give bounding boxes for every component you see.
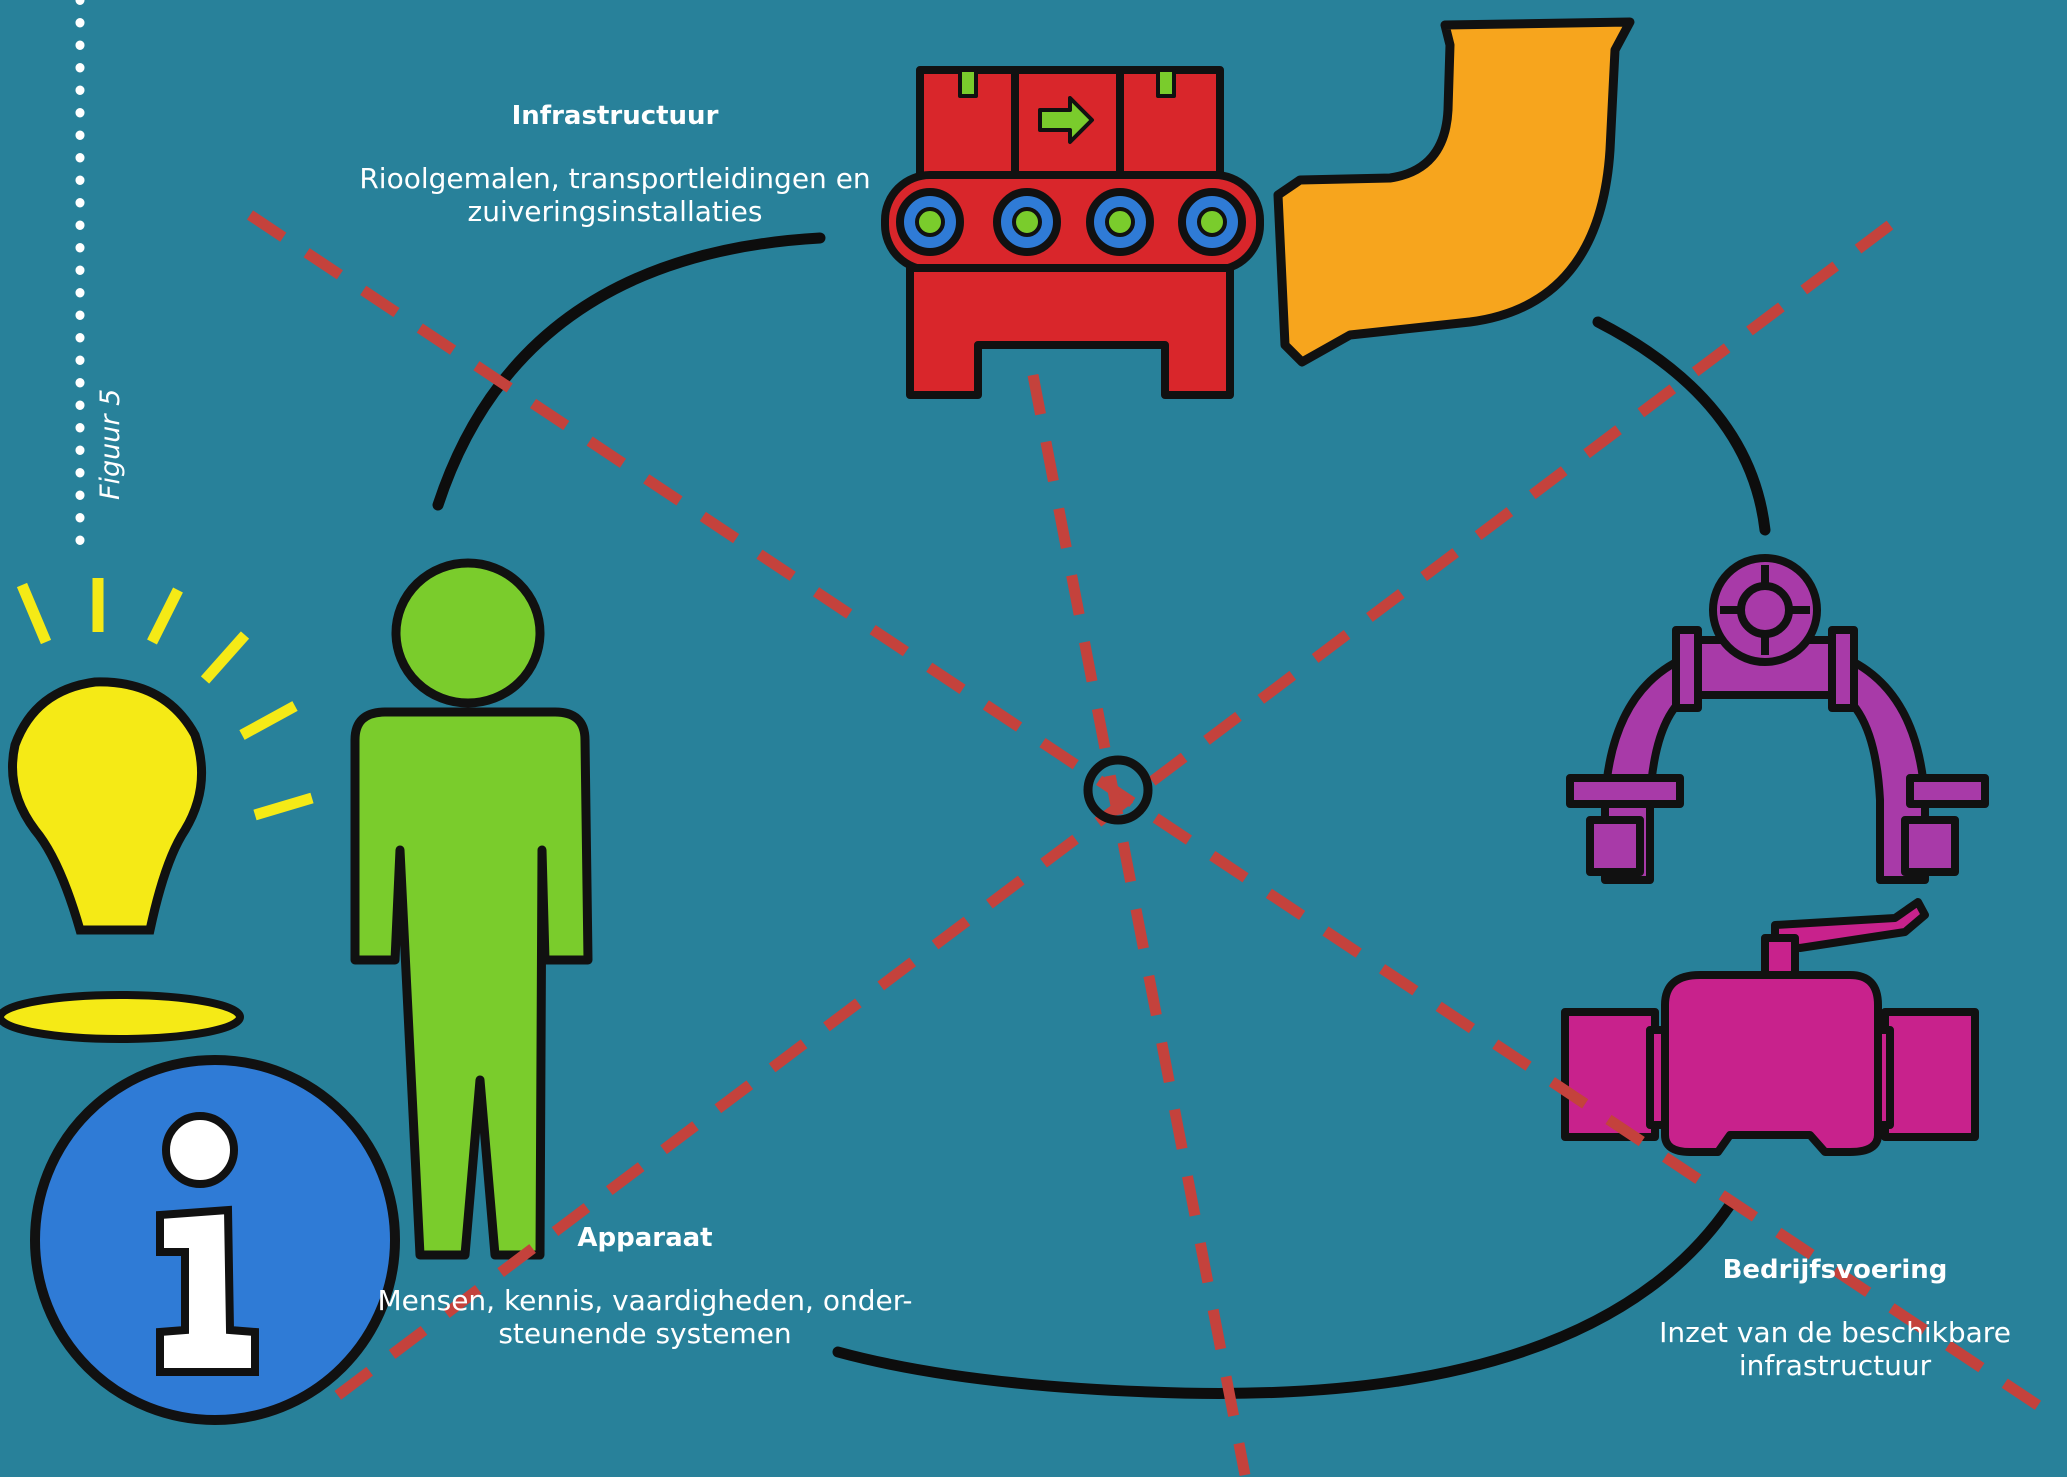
section-desc-apparaat: Mensen, kennis, vaardigheden, onder- ste… xyxy=(350,1284,940,1350)
lightbulb-icon xyxy=(0,578,314,1043)
section-title-bedrijfsvoering: Bedrijfsvoering xyxy=(1722,1255,1948,1285)
section-desc-line: steunende systemen xyxy=(498,1317,792,1350)
section-apparaat: Apparaat Mensen, kennis, vaardigheden, o… xyxy=(350,1222,940,1350)
section-desc-line: infrastructuur xyxy=(1738,1349,1932,1382)
arc-bedrijfsvoering-to-apparaat xyxy=(832,1199,1736,1399)
section-desc-line: Rioolgemalen, transportleidingen en xyxy=(359,162,871,195)
dashed-line-vertical xyxy=(1027,373,1251,1477)
section-title-apparaat: Apparaat xyxy=(577,1223,713,1253)
valve-icon xyxy=(1561,898,1979,1156)
pipe-valve-wheel-icon xyxy=(1566,554,1989,884)
cycle-arcs xyxy=(432,232,1771,1399)
section-desc-line: Mensen, kennis, vaardigheden, onder- xyxy=(377,1284,913,1317)
person-icon xyxy=(350,558,593,1260)
section-desc-line: Inzet van de beschikbare xyxy=(1659,1316,2011,1349)
section-bedrijfsvoering: Bedrijfsvoering Inzet van de beschikbare… xyxy=(1600,1254,2067,1382)
arc-infra-to-apparaat xyxy=(432,232,826,511)
section-desc-bedrijfsvoering: Inzet van de beschikbare infrastructuur xyxy=(1600,1316,2067,1382)
section-infrastructuur: Infrastructuur Rioolgemalen, transportle… xyxy=(300,100,930,228)
section-title-infrastructuur: Infrastructuur xyxy=(511,101,719,131)
pump-conveyor-icon xyxy=(881,66,1264,399)
section-desc-line: zuiveringsinstallaties xyxy=(467,195,763,228)
pipe-elbow-icon xyxy=(1273,17,1635,367)
arc-infra-to-bedrijfsvoering xyxy=(1592,316,1771,536)
info-icon xyxy=(30,1055,400,1425)
figure-label: Figuur 5 xyxy=(95,388,126,500)
center-circle xyxy=(1083,755,1153,825)
section-desc-infrastructuur: Rioolgemalen, transportleidingen en zuiv… xyxy=(300,162,930,228)
dashed-line-diagonal-down xyxy=(246,210,2064,1425)
